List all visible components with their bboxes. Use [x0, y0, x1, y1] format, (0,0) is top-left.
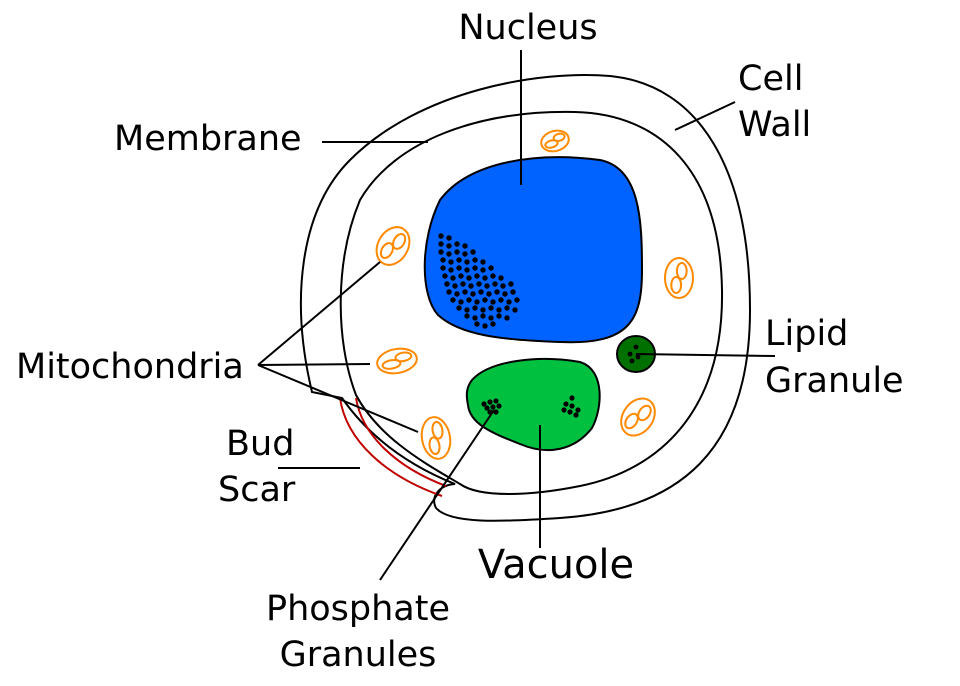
chromatin-dots — [438, 233, 520, 329]
mitochondrion — [420, 416, 452, 460]
cell-wall-leader — [674, 101, 736, 131]
nucleus — [423, 156, 644, 344]
lipid-granule-label-line2: Granule — [765, 361, 904, 401]
mitochondrion — [375, 226, 411, 266]
phosphate-granules-leader — [379, 409, 495, 581]
membrane-label: Membrane — [114, 119, 302, 159]
mitochondrion — [540, 129, 570, 153]
mitochondrion — [376, 347, 418, 375]
vacuole-label: Vacuole — [478, 542, 634, 588]
lipid-granule-dots — [627, 344, 641, 364]
mitochondria-leaders — [257, 261, 419, 433]
mitochondria-label: Mitochondria — [16, 347, 244, 387]
mitochondrion — [620, 397, 656, 437]
mitochondrion — [664, 257, 694, 299]
phosphate-granules-left — [481, 398, 502, 415]
cell-membrane — [339, 110, 724, 495]
phosphate-granules-label-line1: Phosphate — [266, 589, 450, 629]
bud-scar — [339, 397, 447, 497]
cell-wall-label-line2: Wall — [738, 105, 811, 145]
phosphate-granules-right — [561, 395, 581, 418]
mitochondria-group — [375, 129, 694, 460]
bud-scar-label-line1: Bud — [226, 424, 294, 464]
cell-wall-label-line1: Cell — [738, 59, 803, 99]
vacuole — [465, 358, 601, 451]
lipid-granule-label-line1: Lipid — [765, 314, 848, 354]
phosphate-granules-label-line2: Granules — [280, 635, 437, 675]
nucleus-label: Nucleus — [458, 8, 597, 48]
bud-scar-label-line2: Scar — [218, 470, 296, 510]
lipid-granule-leader — [635, 353, 776, 357]
